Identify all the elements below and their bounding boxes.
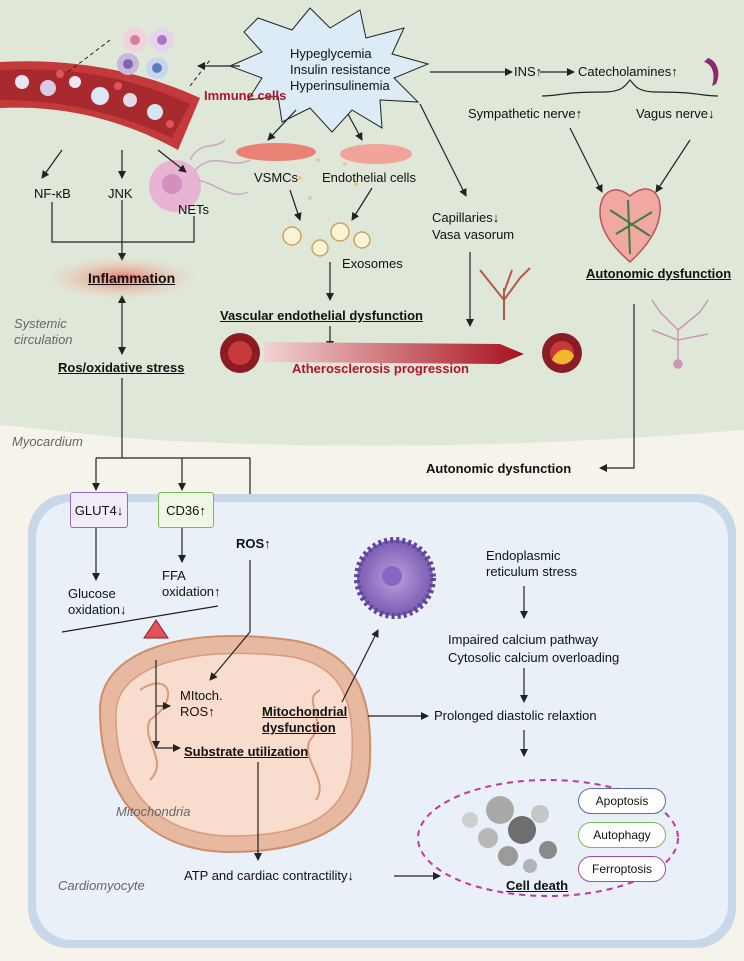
nets-label: NETs <box>178 202 210 217</box>
central-star-shape <box>228 7 430 133</box>
immune-cells-label: Immune cells <box>204 88 287 103</box>
capillaries-label-1: Capillaries↓ <box>432 210 500 225</box>
catecholamines-label: Catecholamines↑ <box>578 64 678 79</box>
cd36-box: CD36↑ <box>158 492 214 528</box>
atherosclerosis-bar <box>264 342 524 364</box>
myocardium-label: Myocardium <box>12 434 83 449</box>
cell-death-label: Cell death <box>506 878 569 893</box>
ffa-label-2: oxidation↑ <box>162 584 221 599</box>
vsmc-cell <box>236 143 316 161</box>
er-stress-label-1: Endoplasmic <box>486 548 561 563</box>
mito-dysfunction-label-1: Mitochondrial <box>262 704 348 719</box>
sympathetic-label: Sympathetic nerve↑ <box>468 106 583 121</box>
cell-death-outline <box>417 779 679 897</box>
ffa-label-1: FFA <box>162 568 186 583</box>
zoom-line <box>67 39 111 73</box>
balance-fulcrum <box>143 619 169 639</box>
systemic-label-1: Systemic <box>14 316 67 331</box>
cell-debris-image <box>462 796 557 873</box>
er-stress-label-2: reticulum stress <box>486 564 578 579</box>
glucose-label-1: Glucose <box>68 586 116 601</box>
zoom-line <box>189 59 211 87</box>
endothelial-cells-label: Endothelial cells <box>322 170 416 185</box>
mitochondria-inner <box>115 652 354 837</box>
atp-label: ATP and cardiac contractility↓ <box>184 868 355 883</box>
systemic-label-2: circulation <box>14 332 73 347</box>
exosomes-image <box>282 222 371 257</box>
inflammation-glow <box>44 256 200 300</box>
substrate-utilization-label: Substrate utilization <box>184 744 309 759</box>
autophagy-pill: Autophagy <box>578 822 666 848</box>
ins-label: INS↑ <box>514 64 543 79</box>
neuron-image <box>651 299 709 369</box>
vsmcs-label: VSMCs <box>254 170 299 185</box>
insulin-resistance-label: Insulin resistance <box>290 62 391 77</box>
catecholamine-icon <box>704 58 719 86</box>
blood-vessel-image <box>0 61 200 150</box>
ros-label: ROS↑ <box>236 536 271 551</box>
capillaries-label-2: Vasa vasorum <box>432 227 515 242</box>
balance-beam <box>61 605 219 633</box>
mito-ros-label-2: ROS↑ <box>180 704 215 719</box>
cardiomyocyte-label: Cardiomyocyte <box>58 878 145 893</box>
jnk-label: JNK <box>108 186 133 201</box>
vagus-label: Vagus nerve↓ <box>636 106 715 121</box>
calcium-label-1: Impaired calcium pathway <box>448 632 599 647</box>
capillary-tree-image <box>479 267 531 320</box>
endothelial-cell <box>340 144 412 164</box>
heart-image <box>599 188 661 264</box>
ros-oxidative-label: Ros/oxidative stress <box>58 360 185 375</box>
autonomic-dysfunction-label-2: Autonomic dysfunction <box>426 461 572 476</box>
nucleus-image <box>354 537 436 619</box>
hyperinsulinemia-label: Hyperinsulinemia <box>290 78 390 93</box>
mito-dysfunction-label-2: dysfunction <box>262 720 336 735</box>
mitochondria-label: Mitochondria <box>116 804 191 819</box>
glucose-label-2: oxidation↓ <box>68 602 127 617</box>
ferroptosis-pill: Ferroptosis <box>578 856 666 882</box>
atherosclerosis-label: Atherosclerosis progression <box>292 361 469 376</box>
diastolic-label: Prolonged diastolic relaxtion <box>434 708 597 723</box>
glut4-box: GLUT4↓ <box>70 492 128 528</box>
nfkb-label: NF-κB <box>34 186 71 201</box>
calcium-label-2: Cytosolic calcium overloading <box>448 650 620 665</box>
mito-ros-label-1: MItoch. <box>180 688 223 703</box>
apoptosis-pill: Apoptosis <box>578 788 666 814</box>
immune-cells-image <box>117 28 174 79</box>
hyperglycemia-label: Hypeglycemia <box>290 46 372 61</box>
autonomic-dysfunction-label-1: Autonomic dysfunction <box>586 266 732 281</box>
exosomes-label: Exosomes <box>342 256 403 271</box>
nets-image <box>149 139 251 212</box>
vascular-dysfunction-label: Vascular endothelial dysfunction <box>220 308 423 323</box>
inflammation-label: Inflammation <box>88 270 176 286</box>
nerve-brace <box>541 79 719 97</box>
